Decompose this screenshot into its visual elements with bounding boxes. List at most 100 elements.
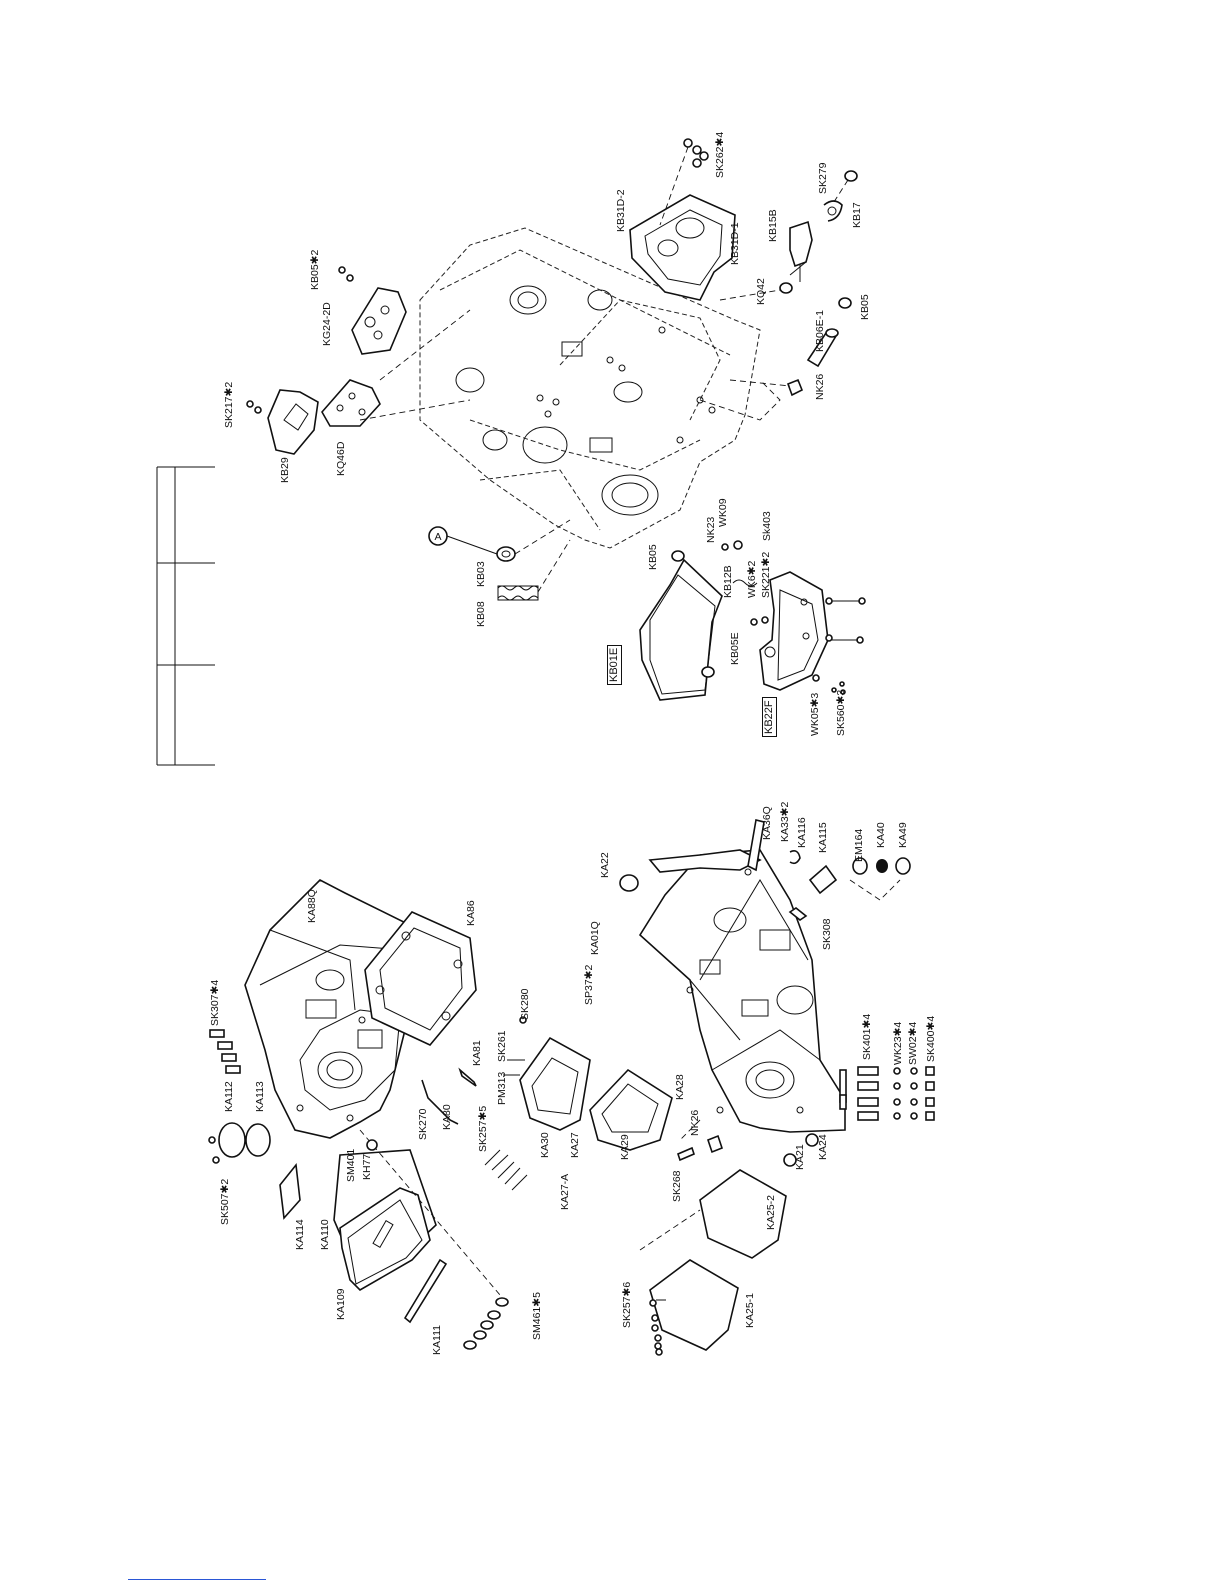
label-kb05e: KB05E bbox=[729, 632, 741, 665]
label-kb05-left: KB05 bbox=[647, 544, 659, 570]
label-kb03: KB03 bbox=[475, 561, 487, 587]
ka115-block bbox=[808, 864, 838, 895]
label-ka113: KA113 bbox=[254, 1081, 266, 1112]
label-sk262: SK262✱4 bbox=[714, 131, 726, 178]
label-ka81: KA81 bbox=[471, 1040, 483, 1066]
kb22f-screws bbox=[812, 597, 866, 695]
kb05-left-cap bbox=[671, 550, 685, 562]
ka116-clip bbox=[789, 850, 801, 865]
kb31d-cover-plate bbox=[629, 194, 736, 301]
label-ka115: KA115 bbox=[817, 822, 829, 853]
label-ka25-1: KA25-1 bbox=[744, 1292, 756, 1328]
ka114-plate bbox=[279, 1162, 301, 1220]
label-nk26-left: NK26 bbox=[689, 1109, 701, 1136]
right-housing-block bbox=[419, 227, 761, 549]
label-ka80: KA80 bbox=[441, 1104, 453, 1130]
label-ka110: KA110 bbox=[319, 1219, 331, 1250]
ka01q-flange bbox=[648, 849, 762, 873]
sk257x6-bolts bbox=[649, 1299, 666, 1356]
label-kb08: KB08 bbox=[475, 601, 487, 627]
label-sk221: SK221✱2 bbox=[760, 551, 772, 598]
label-kb05x2: KB05✱2 bbox=[309, 249, 321, 290]
label-kq46d: KQ46D bbox=[335, 441, 347, 476]
label-sk308: SK308 bbox=[821, 918, 833, 950]
ka29-gasket bbox=[589, 1068, 673, 1151]
label-sk268: SK268 bbox=[671, 1170, 683, 1202]
label-ka49: KA49 bbox=[897, 822, 909, 848]
sk261-pm313 bbox=[503, 1016, 527, 1076]
label-ka88q: KA88Q bbox=[306, 889, 318, 923]
ka88q-upper-housing bbox=[244, 879, 431, 1139]
ka112-cover bbox=[208, 1122, 246, 1164]
label-wk05: WK05✱3 bbox=[809, 692, 821, 736]
ka01q-main-housing bbox=[638, 849, 846, 1133]
ka21-ka24-plugs bbox=[783, 1133, 819, 1167]
label-wk23: WK23✱4 bbox=[892, 1021, 904, 1065]
ka25-plates bbox=[649, 1169, 787, 1351]
label-ka22: KA22 bbox=[599, 852, 611, 878]
ka22-plug bbox=[619, 874, 639, 892]
label-sk261: SK261 bbox=[496, 1030, 508, 1062]
kb22f-cover bbox=[759, 571, 829, 691]
ka109-cover bbox=[339, 1187, 431, 1291]
kb15b-linkage bbox=[789, 220, 813, 282]
label-sk307: SK307✱4 bbox=[209, 979, 221, 1026]
label-kb01e-boxed: KB01E bbox=[607, 644, 622, 685]
kb06e1-pin bbox=[806, 328, 839, 368]
sk308-bolt bbox=[788, 907, 808, 921]
label-kb31d-2: KB31D-2 bbox=[615, 189, 627, 232]
kb05-cap-right bbox=[838, 297, 852, 309]
label-ka40: KA40 bbox=[875, 822, 887, 848]
label-ka112: KA112 bbox=[223, 1081, 235, 1112]
label-sk270: SK270 bbox=[417, 1108, 429, 1140]
label-kb29: KB29 bbox=[279, 457, 291, 483]
label-kb17: KB17 bbox=[851, 202, 863, 228]
label-kb06e-1: KB06E-1 bbox=[814, 309, 826, 352]
callout-a-letter: A bbox=[434, 531, 441, 543]
label-sk217: SK217✱2 bbox=[223, 381, 235, 428]
oring-set bbox=[852, 857, 911, 875]
label-wk09: WK09 bbox=[717, 498, 729, 527]
label-ka29: KA29 bbox=[619, 1134, 631, 1160]
label-sk401: SK401✱4 bbox=[861, 1013, 873, 1060]
label-ka27a: KA27-A bbox=[559, 1173, 571, 1210]
nk26-sk268-left bbox=[677, 1134, 723, 1162]
label-ka109: KA109 bbox=[335, 1288, 347, 1320]
label-ka114: KA114 bbox=[294, 1219, 306, 1250]
footer-rule bbox=[128, 1579, 266, 1580]
kb17-bracket bbox=[823, 200, 843, 222]
label-sk400: SK400✱4 bbox=[925, 1015, 937, 1062]
kb03-washer bbox=[496, 546, 516, 562]
label-ka111: KA111 bbox=[431, 1325, 443, 1355]
label-ka36q: KA36Q bbox=[761, 806, 773, 840]
label-ka28: KA28 bbox=[674, 1074, 686, 1100]
label-kb12b: KB12B bbox=[722, 565, 734, 598]
ka113-gasket bbox=[245, 1123, 271, 1157]
ka80-rod bbox=[421, 1079, 459, 1125]
label-kb22f-boxed: KB22F bbox=[762, 697, 777, 737]
label-sk403: Sk403 bbox=[761, 511, 773, 541]
sk262-screws bbox=[659, 138, 709, 226]
kb29-plate bbox=[246, 389, 319, 455]
label-sk560: SK560✱3 bbox=[835, 689, 847, 736]
label-sk257x6: SK257✱6 bbox=[621, 1281, 633, 1328]
label-kb31d-1: KB31D-1 bbox=[729, 222, 741, 265]
sk257x5-bolts bbox=[484, 1149, 528, 1191]
label-sk280: SK280 bbox=[519, 988, 531, 1020]
label-ka30: KA30 bbox=[539, 1132, 551, 1158]
label-kq42: KQ42 bbox=[755, 278, 767, 305]
ka81-rod bbox=[458, 1067, 477, 1087]
kb05e-small-parts bbox=[721, 540, 769, 626]
label-ka01q: KA01Q bbox=[589, 921, 601, 955]
label-nk26-right: NK26 bbox=[814, 373, 826, 400]
callout-a: A bbox=[428, 526, 448, 546]
label-sk507: SK507✱2 bbox=[219, 1178, 231, 1225]
kb01e-housing bbox=[639, 558, 723, 701]
label-kb15b: KB15B bbox=[767, 209, 779, 242]
lower-fastener-row bbox=[857, 1066, 935, 1121]
kb08-spring bbox=[497, 585, 539, 601]
kh77-plug bbox=[366, 1139, 378, 1151]
label-ka21: KA21 bbox=[794, 1144, 806, 1170]
